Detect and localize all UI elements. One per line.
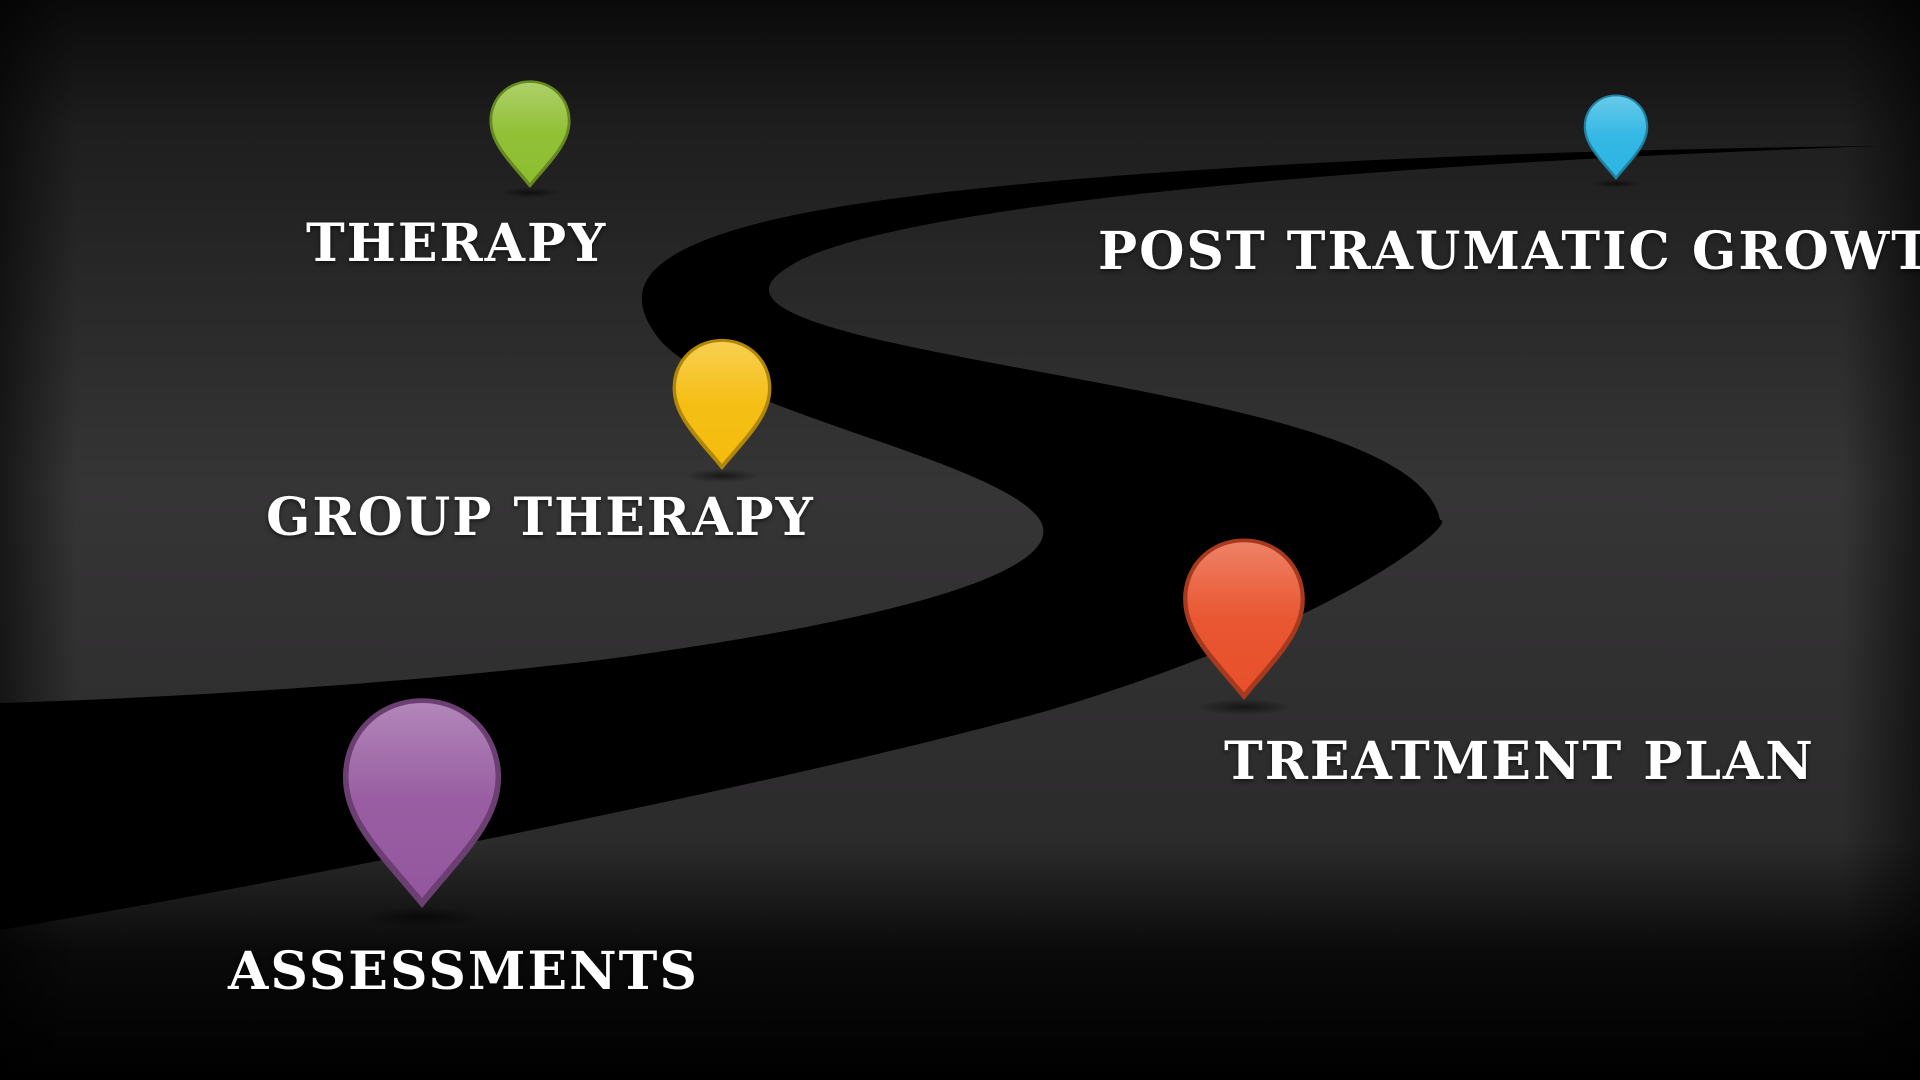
pin-treatment-plan-icon [1183,538,1305,716]
milestone-label-treatment-plan: TREATMENT PLAN [1224,731,1815,792]
milestone-label-post-traumatic-growth: POST TRAUMATIC GROWTH [1098,221,1920,282]
pin-post-traumatic-growth-icon [1583,94,1649,189]
pin-group-therapy-icon [672,338,772,483]
milestone-label-assessments: ASSESSMENTS [228,941,699,1002]
milestone-label-group-therapy: GROUP THERAPY [266,487,815,548]
pins-layer [342,80,1649,928]
milestone-label-therapy: THERAPY [306,213,608,274]
pin-therapy-icon [489,80,571,199]
pin-assessments-icon [342,698,502,928]
